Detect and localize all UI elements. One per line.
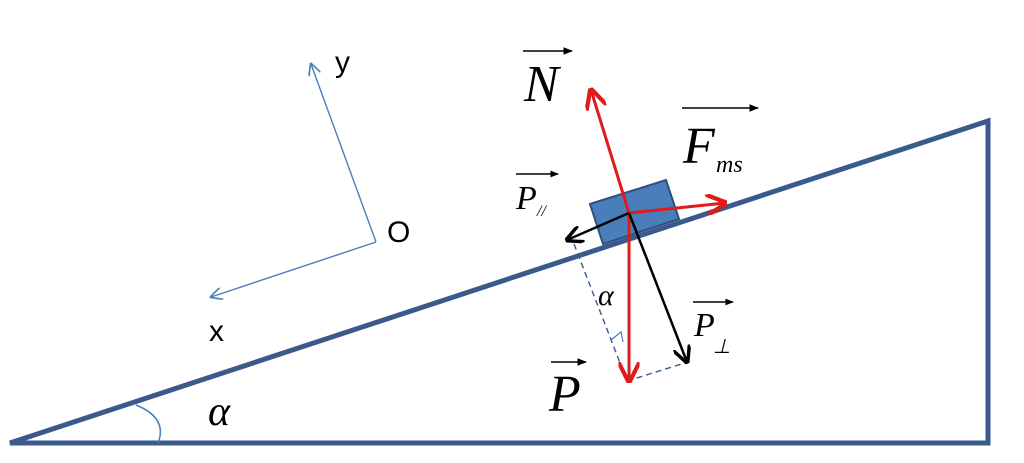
parallel-component-subscript: //	[536, 203, 547, 220]
parallel-component-label: P //	[515, 170, 559, 220]
friction-force-arrow	[628, 203, 725, 213]
friction-force-subscript: ms	[716, 152, 743, 178]
incline-plane	[9, 117, 991, 446]
dashed-line-left	[573, 243, 628, 382]
y-axis-label: y	[335, 46, 350, 79]
friction-force-label: F ms	[682, 104, 759, 178]
force-angle-label: α	[598, 279, 615, 312]
origin-label: O	[387, 216, 410, 249]
coordinate-axes: y x O	[209, 46, 410, 348]
perpendicular-component-subscript: ⊥	[713, 336, 730, 358]
weight-force-label: P	[548, 358, 587, 423]
normal-force-arrow	[591, 90, 631, 214]
incline-angle-arc	[135, 404, 162, 444]
force-vectors	[567, 90, 725, 381]
normal-force-letter: N	[523, 56, 562, 113]
perpendicular-component-label: P ⊥	[693, 298, 734, 358]
x-axis-label: x	[209, 315, 224, 348]
normal-force-label: N	[523, 47, 573, 113]
right-angle-mark	[610, 330, 624, 343]
perpendicular-component-letter: P	[693, 307, 715, 344]
parallel-component-arrow	[567, 211, 630, 240]
perpendicular-component-arrow	[627, 212, 687, 362]
dashed-line-bottom	[626, 361, 689, 382]
y-axis	[311, 64, 377, 243]
friction-force-letter: F	[682, 118, 716, 175]
decomposition-lines	[573, 243, 689, 382]
x-axis	[211, 241, 377, 297]
parallel-component-letter: P	[515, 180, 537, 217]
incline-angle-label: α	[208, 389, 231, 435]
weight-force-letter: P	[548, 366, 581, 423]
